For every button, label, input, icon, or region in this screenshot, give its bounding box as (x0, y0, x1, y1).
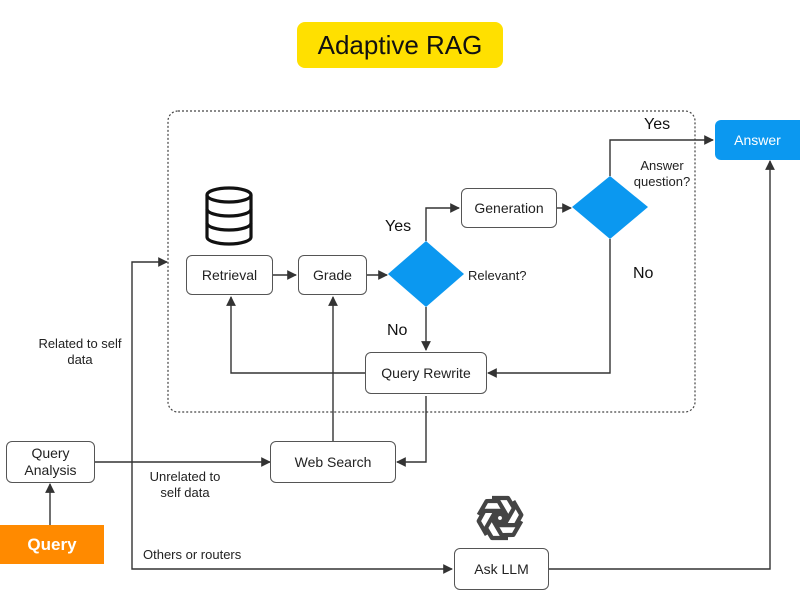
database-icon (205, 186, 253, 246)
query-node: Query (0, 525, 104, 564)
answer-node: Answer (715, 120, 800, 160)
grade-node: Grade (298, 255, 367, 295)
edge-rewrite-to-websearch (396, 396, 427, 467)
unrelated-label: Unrelated to self data (149, 469, 221, 500)
relevant-label: Relevant? (468, 268, 527, 283)
openai-logo-icon (476, 495, 524, 541)
page-title: Adaptive RAG (297, 22, 503, 68)
related-label: Related to self data (38, 336, 122, 367)
retrieval-node: Retrieval (186, 255, 273, 295)
yes-answer-label: Yes (644, 116, 671, 133)
answer-question-decision (572, 176, 648, 239)
edge-related-to-retrieval (131, 257, 168, 462)
query-analysis-node: Query Analysis (6, 441, 95, 483)
ask-llm-node: Ask LLM (454, 548, 549, 590)
rag-loop-container (167, 110, 696, 413)
edge-askllm-to-answer (549, 160, 775, 570)
answer-question-label: Answer question? (633, 158, 691, 189)
no-relevant-label: No (387, 322, 408, 339)
web-search-node: Web Search (270, 441, 396, 483)
query-rewrite-node: Query Rewrite (365, 352, 487, 394)
generation-node: Generation (461, 188, 557, 228)
edge-decision-yes-to-answer (609, 135, 714, 176)
yes-relevant-label: Yes (385, 218, 412, 235)
edge-others-to-askllm (131, 462, 453, 574)
edge-relevant-yes-to-generation (425, 203, 460, 241)
no-answer-label: No (633, 265, 654, 282)
edge-rewrite-to-retrieval (226, 296, 365, 374)
edge-decision-no-to-rewrite (487, 239, 611, 378)
others-label: Others or routers (143, 547, 242, 562)
relevant-decision (388, 241, 464, 307)
